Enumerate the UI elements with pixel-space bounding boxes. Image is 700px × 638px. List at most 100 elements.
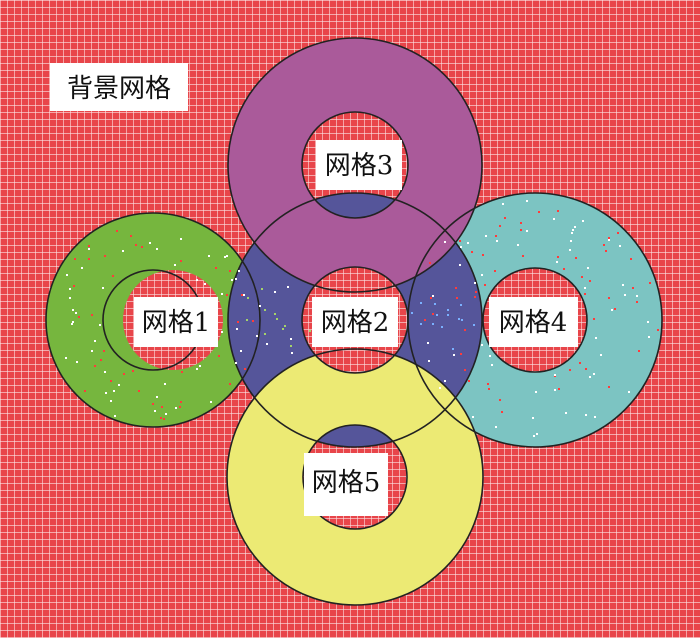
mesh-speckle	[594, 416, 596, 418]
label-grid4-text: 网格4	[499, 308, 568, 338]
mesh-speckle	[282, 328, 284, 330]
mesh-speckle	[569, 249, 571, 251]
mesh-speckle	[160, 417, 162, 419]
mesh-speckle	[236, 328, 238, 330]
mesh-speckle	[69, 288, 71, 290]
mesh-speckle	[66, 274, 68, 276]
mesh-speckle	[208, 255, 210, 257]
mesh-speckle	[585, 414, 587, 416]
mesh-speckle	[589, 280, 591, 282]
mesh-speckle	[504, 217, 506, 219]
mesh-speckle	[648, 336, 650, 338]
mesh-speckle	[533, 435, 535, 437]
mesh-speckle	[135, 244, 137, 246]
mesh-speckle	[569, 369, 571, 371]
mesh-speckle	[595, 337, 597, 339]
mesh-speckle	[309, 330, 311, 332]
mesh-speckle	[284, 325, 286, 327]
mesh-speckle	[429, 262, 431, 264]
mesh-speckle	[608, 239, 610, 241]
mesh-speckle	[219, 324, 221, 326]
mesh-speckle	[471, 251, 473, 253]
label-grid2: 网格2	[312, 297, 398, 347]
mesh-speckle	[579, 362, 581, 364]
mesh-speckle	[201, 289, 203, 291]
mesh-speckle	[532, 417, 534, 419]
grid-boundaries	[45, 37, 663, 606]
mesh-speckle	[110, 380, 112, 382]
mesh-speckle	[617, 232, 619, 234]
mesh-speckle	[481, 344, 483, 346]
grid1-ring	[45, 212, 260, 428]
mesh-speckle	[570, 240, 572, 242]
mesh-speckle	[611, 309, 613, 311]
mesh-speckle	[447, 309, 449, 311]
mesh-speckle	[593, 373, 595, 375]
mesh-speckle	[472, 416, 474, 418]
mesh-speckle	[94, 340, 96, 342]
mesh-speckle	[461, 319, 463, 321]
mesh-speckle	[468, 380, 470, 382]
mesh-speckle	[464, 369, 466, 371]
mesh-speckle	[428, 360, 430, 362]
mesh-speckle	[274, 313, 276, 315]
mesh-speckle	[287, 286, 289, 288]
mesh-speckle	[630, 258, 632, 260]
mesh-speckle	[290, 345, 292, 347]
mesh-speckle	[502, 203, 504, 205]
mesh-speckle	[424, 319, 426, 321]
mesh-speckle	[584, 293, 586, 295]
mesh-speckle	[517, 244, 519, 246]
mesh-speckle	[259, 305, 261, 307]
mesh-speckle	[163, 418, 165, 420]
mesh-speckle	[467, 242, 469, 244]
mesh-speckle	[432, 323, 434, 325]
mesh-speckle	[103, 350, 105, 352]
mesh-speckle	[501, 411, 503, 413]
mesh-speckle	[444, 380, 446, 382]
mesh-speckle	[196, 368, 198, 370]
mesh-speckle	[78, 316, 80, 318]
mesh-speckle	[571, 232, 573, 234]
mesh-speckle	[460, 246, 462, 248]
mesh-speckle	[557, 210, 559, 212]
mesh-speckle	[252, 320, 254, 322]
mesh-speckle	[138, 390, 140, 392]
mesh-speckle	[460, 304, 462, 306]
mesh-speckle	[102, 287, 104, 289]
mesh-speckle	[94, 365, 96, 367]
mesh-speckle	[290, 338, 292, 340]
mesh-speckle	[75, 312, 77, 314]
mesh-speckle	[113, 390, 115, 392]
label-grid3: 网格3	[316, 140, 402, 190]
mesh-speckle	[554, 389, 556, 391]
mesh-speckle	[246, 319, 248, 321]
mesh-speckle	[474, 296, 476, 298]
mesh-speckle	[218, 355, 220, 357]
label-grid2-text: 网格2	[321, 308, 390, 338]
mesh-speckle	[447, 314, 449, 316]
mesh-speckle	[112, 275, 114, 277]
mesh-speckle	[458, 318, 460, 320]
mesh-speckle	[91, 350, 93, 352]
mesh-speckle	[587, 267, 589, 269]
mesh-speckle	[215, 267, 217, 269]
mesh-speckle	[520, 229, 522, 231]
mesh-speckle	[238, 270, 240, 272]
mesh-speckle	[154, 410, 156, 412]
mesh-speckle	[180, 238, 182, 240]
mesh-speckle	[164, 383, 166, 385]
mesh-speckle	[72, 321, 74, 323]
mesh-speckle	[235, 278, 237, 280]
mesh-speckle	[91, 314, 93, 316]
label-background-text: 背景网格	[67, 74, 171, 104]
mesh-speckle	[276, 318, 278, 320]
mesh-speckle	[536, 433, 538, 435]
mesh-speckle	[81, 267, 83, 269]
mesh-speckle	[485, 235, 487, 237]
mesh-speckle	[241, 294, 243, 296]
mesh-speckle	[156, 396, 158, 398]
mesh-speckle	[235, 362, 237, 364]
mesh-speckle	[482, 254, 484, 256]
mesh-speckle	[180, 260, 182, 262]
